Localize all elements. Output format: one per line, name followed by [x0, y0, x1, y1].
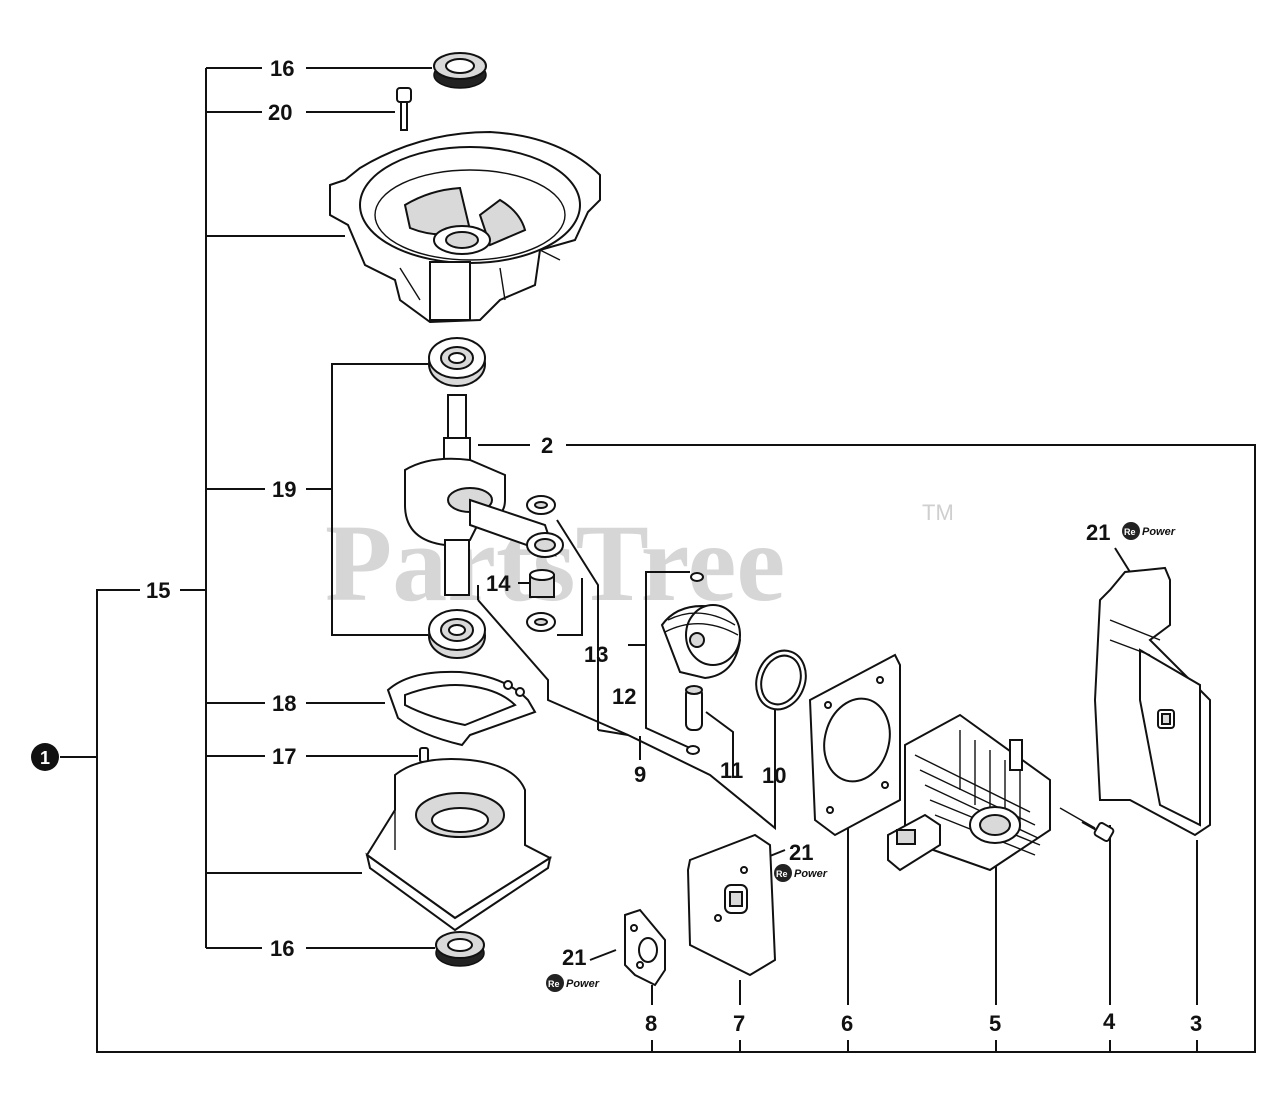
needle-bearing: [529, 569, 555, 598]
callout-10: 10: [762, 763, 786, 788]
svg-text:Re: Re: [548, 979, 560, 989]
callout-15: 15: [146, 578, 170, 603]
oil-seal-top: [433, 52, 487, 89]
callout-21-bottom: 21: [562, 945, 586, 970]
carburetor-gasket: [624, 908, 666, 987]
callout-2: 2: [541, 433, 553, 458]
bearing-bottom: [428, 609, 486, 659]
watermark-trademark: TM: [922, 500, 954, 525]
crankcase-upper: [329, 130, 601, 324]
callout-17: 17: [272, 744, 296, 769]
callout-21-top: 21: [1086, 520, 1110, 545]
bolt-4: [1059, 807, 1115, 842]
bracket-19: [331, 363, 428, 636]
heat-shield: [1093, 566, 1211, 837]
callout-18: 18: [272, 691, 296, 716]
crankcase-gasket: [386, 670, 537, 747]
oil-seal-bottom: [435, 931, 485, 967]
piston: [660, 604, 742, 680]
callout-7: 7: [733, 1011, 745, 1036]
bracket-1-outer: [96, 444, 1256, 1053]
callout-12: 12: [612, 684, 636, 709]
bearing-top: [428, 337, 486, 387]
cylinder-gasket: [808, 653, 901, 837]
callout-19: 19: [272, 477, 296, 502]
assembly-badge: 1: [31, 743, 59, 771]
thrust-washer-top: [526, 495, 556, 515]
callout-21-mid: 21: [789, 840, 813, 865]
crankshaft: [404, 394, 564, 596]
svg-text:Power: Power: [566, 978, 600, 990]
circlip-top: [690, 572, 704, 582]
piston-pin: [685, 685, 703, 731]
callout-5: 5: [989, 1011, 1001, 1036]
svg-text:Power: Power: [1142, 526, 1176, 538]
svg-text:Re: Re: [776, 869, 788, 879]
dowel-pin: [419, 747, 429, 763]
callout-16-bottom: 16: [270, 936, 294, 961]
callout-11: 11: [720, 758, 743, 783]
callout-4: 4: [1103, 1009, 1116, 1034]
crankcase-lower: [365, 758, 553, 932]
callout-16-top: 16: [270, 56, 294, 81]
piston-ring: [755, 649, 807, 711]
cylinder: [887, 713, 1051, 872]
repower-badge-top: Re Power: [1122, 522, 1176, 540]
callout-8: 8: [645, 1011, 657, 1036]
callout-6: 6: [841, 1011, 853, 1036]
circlip-bottom: [686, 745, 700, 755]
watermark-text: PartsTree: [325, 502, 785, 624]
callout-14: 14: [486, 571, 511, 596]
callout-3: 3: [1190, 1011, 1202, 1036]
bolt-20: [396, 87, 412, 131]
insulator-plate: [686, 833, 777, 977]
leader-21-bottom: [589, 949, 617, 961]
bracket-12: [645, 571, 691, 749]
repower-badge-mid: Re Power: [774, 864, 828, 882]
svg-text:Power: Power: [794, 868, 828, 880]
svg-text:1: 1: [40, 748, 50, 768]
callout-20: 20: [268, 100, 292, 125]
svg-text:Re: Re: [1124, 527, 1136, 537]
bracket-13: [556, 519, 599, 730]
thrust-washer-bottom: [526, 612, 556, 632]
leader-21-top: [1114, 547, 1131, 573]
leader-11: [705, 711, 734, 755]
callout-13: 13: [584, 642, 608, 667]
callout-9: 9: [634, 762, 646, 787]
repower-badge-bottom: Re Power: [546, 974, 600, 992]
